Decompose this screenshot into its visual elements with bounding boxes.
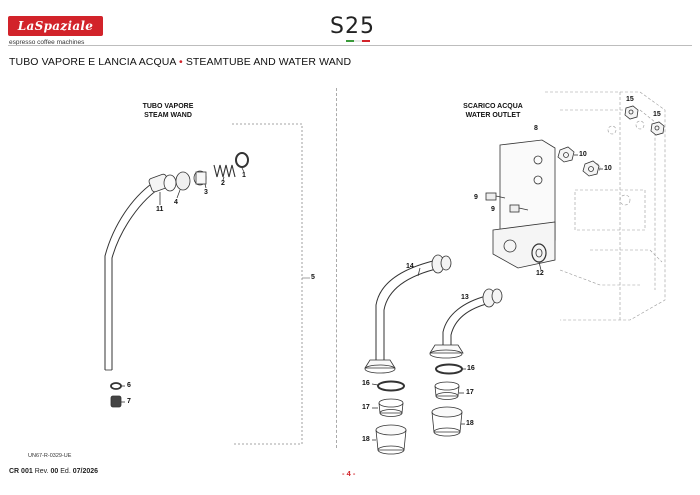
page-title: TUBO VAPORE E LANCIA ACQUA • STEAMTUBE A… (9, 56, 351, 68)
part-label-1: 1 (242, 172, 246, 179)
brand-logo: LaSpaziale (8, 16, 103, 36)
part-label-16b: 16 (467, 365, 475, 372)
steam-caption-english: STEAM WAND (144, 111, 192, 119)
part-label-14: 14 (406, 263, 414, 270)
rev-number: 00 (50, 468, 59, 475)
part-label-18b: 18 (466, 420, 474, 427)
title-english: STEAMTUBE AND WATER WAND (185, 56, 352, 68)
part-label-8: 8 (534, 125, 538, 132)
title-italian: TUBO VAPORE E LANCIA ACQUA (9, 56, 176, 68)
water-caption-italian: SCARICO ACQUA (463, 103, 523, 110)
header-divider (8, 45, 692, 46)
section-divider (336, 88, 337, 448)
part-label-3: 3 (204, 189, 208, 196)
part-label-9a: 9 (474, 194, 478, 201)
page-number: - 4 - (342, 469, 356, 478)
part-label-16a: 16 (362, 380, 370, 387)
part-label-5: 5 (311, 274, 315, 281)
part-label-10b: 10 (604, 165, 612, 172)
part-label-11: 11 (156, 206, 164, 213)
rev-label: Rev. (34, 468, 49, 475)
document-code: UN67-R-0329-UE (28, 453, 72, 459)
part-label-7: 7 (127, 398, 131, 405)
part-label-15a: 15 (626, 96, 634, 103)
part-label-15b: 15 (653, 111, 661, 118)
part-label-13: 13 (461, 294, 469, 301)
part-label-18a: 18 (362, 436, 370, 443)
part-label-6: 6 (127, 382, 131, 389)
steam-wand-caption: TUBO VAPORE STEAM WAND (128, 103, 208, 120)
edition-date: 07/2026 (72, 468, 99, 475)
part-label-17a: 17 (362, 404, 370, 411)
brand-subtitle: espresso coffee machines (9, 39, 85, 46)
ed-label: Ed. (60, 468, 71, 475)
water-outlet-caption: SCARICO ACQUA WATER OUTLET (448, 103, 538, 120)
steam-caption-italian: TUBO VAPORE (142, 103, 194, 110)
part-label-10a: 10 (579, 151, 587, 158)
title-separator: • (179, 56, 183, 68)
part-label-2: 2 (221, 180, 225, 187)
revision-info: CR 001 Rev. 00 Ed. 07/2026 (9, 468, 98, 475)
part-label-17b: 17 (466, 389, 474, 396)
part-label-12: 12 (536, 270, 544, 277)
part-label-4: 4 (174, 199, 178, 206)
water-caption-english: WATER OUTLET (465, 111, 521, 119)
part-label-9b: 9 (491, 206, 495, 213)
cr-code: CR 001 (9, 468, 33, 475)
model-name: S25 (330, 14, 375, 39)
italian-flag-stripe (346, 40, 370, 42)
